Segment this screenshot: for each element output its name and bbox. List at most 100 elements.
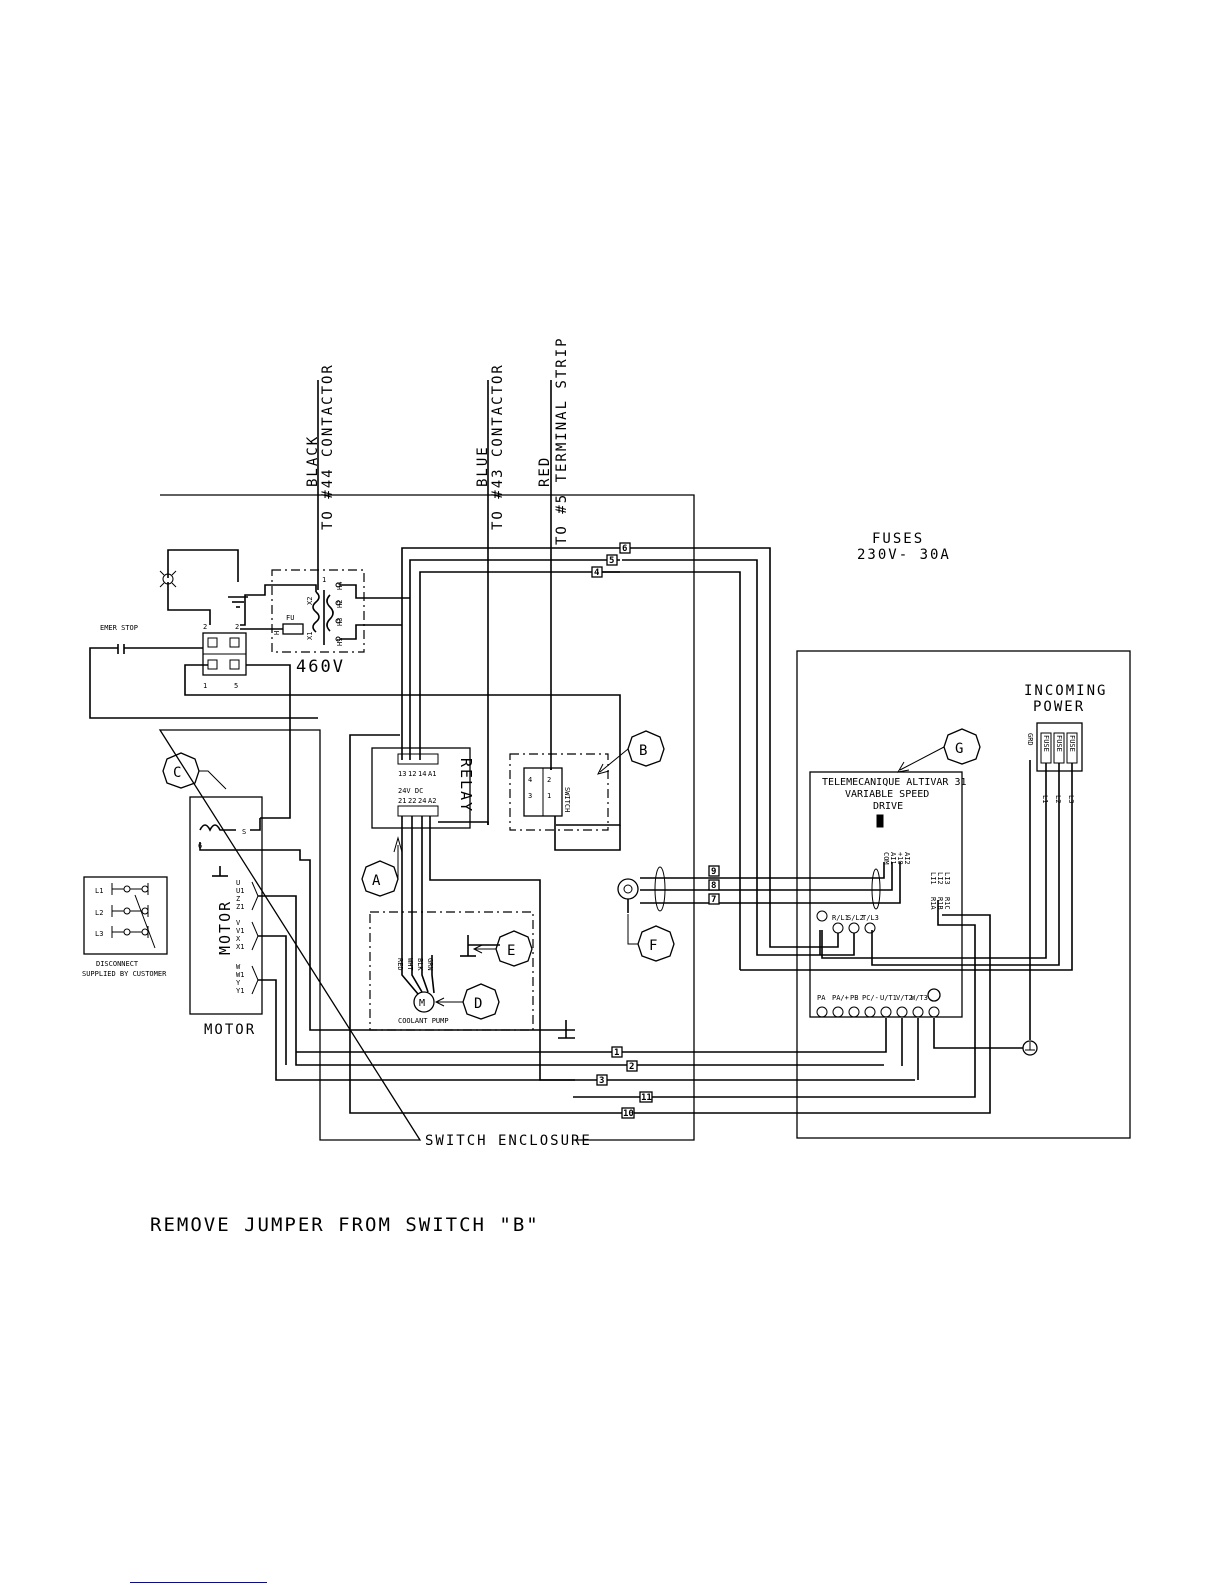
wire-tag-2: 2 bbox=[629, 1062, 634, 1072]
drive-logic-com: COM bbox=[882, 852, 890, 865]
relay-row1-b: 12 bbox=[408, 770, 416, 778]
wire-tag-3: 3 bbox=[599, 1076, 604, 1086]
incoming-line1: INCOMING bbox=[1024, 683, 1107, 699]
footer-link-underline[interactable] bbox=[130, 1582, 267, 1583]
emer-stop-label: EMER STOP bbox=[100, 624, 138, 632]
callout-c: C bbox=[162, 752, 227, 790]
drive-logic-ai1: AI1 bbox=[889, 852, 897, 865]
motor-label: MOTOR bbox=[216, 900, 234, 955]
fuse-1-label: FUSE bbox=[1042, 735, 1050, 752]
coolant-pump: COOLANT PUMP M RED WHT BLK GRN bbox=[369, 911, 575, 1039]
pump-motor-symbol bbox=[413, 991, 435, 1013]
wire-tag-9: 9 bbox=[711, 867, 716, 877]
wire-tag-6: 6 bbox=[622, 544, 627, 554]
callout-g: G bbox=[897, 728, 981, 773]
switch-term-4: 4 bbox=[528, 776, 532, 784]
disconnect: L1 L2 L3 DISCONNECT SUPPLIED BY CUSTOMER bbox=[82, 876, 168, 978]
svg-text:C: C bbox=[173, 765, 183, 781]
wire-tag-5: 5 bbox=[609, 556, 614, 566]
incoming-l3: L3 bbox=[1067, 795, 1075, 803]
relay-row1-d: A1 bbox=[428, 770, 436, 778]
incoming-grd: GRD bbox=[1026, 733, 1034, 746]
disconnect-l1: L1 bbox=[95, 887, 103, 895]
wire-black-label: BLACK bbox=[305, 435, 321, 487]
transformer-x2: X2 bbox=[306, 597, 314, 605]
callouts: A B C D E F G bbox=[162, 728, 981, 1020]
relay: RELAY 24V DC 13 12 14 A1 21 22 24 A2 bbox=[371, 547, 620, 1081]
pump-wire-grn: GRN bbox=[426, 958, 434, 971]
transformer-voltage: 460V bbox=[296, 657, 345, 677]
wire-blue-label: BLUE bbox=[475, 445, 491, 487]
emer-stop: 2 2 1 5 EMER STOP bbox=[89, 623, 621, 826]
drive-li3: LI3 bbox=[943, 872, 951, 885]
drive-r1b: R1B bbox=[936, 897, 944, 910]
disconnect-l2: L2 bbox=[95, 909, 103, 917]
disconnect-l3: L3 bbox=[95, 930, 103, 938]
drive-pb: PB bbox=[850, 994, 858, 1002]
relay-row2-c: 24 bbox=[418, 797, 426, 805]
drive-wt3: W/T3 bbox=[911, 994, 928, 1002]
motor: MOTOR MOTOR S 6 U U1 Z Z1 V V1 X X1 W W1… bbox=[189, 796, 915, 1081]
wire-to43-label: TO #43 CONTACTOR bbox=[490, 363, 506, 530]
transformer-h-side: H bbox=[273, 631, 281, 635]
relay-coil: 24V DC bbox=[398, 787, 423, 795]
motor-w1: W1 bbox=[236, 971, 244, 979]
drive-tl3: T/L3 bbox=[862, 914, 879, 922]
wire-tag-4: 4 bbox=[594, 568, 600, 578]
switch-term-3: 3 bbox=[528, 792, 532, 800]
svg-text:E: E bbox=[507, 943, 517, 959]
disconnect-line1: DISCONNECT bbox=[96, 960, 139, 968]
drive-rl1: R/L1 bbox=[832, 914, 849, 922]
relay-row1-c: 14 bbox=[418, 770, 426, 778]
wire-to44-label: TO #44 CONTACTOR bbox=[320, 363, 336, 530]
switch-enclosure: SWITCH ENCLOSURE bbox=[158, 494, 695, 1149]
motor-x1: X1 bbox=[236, 943, 244, 951]
drive-logic-ai2: AI2 bbox=[903, 852, 911, 865]
motor-v: V bbox=[236, 919, 241, 927]
fuse-3-label: FUSE bbox=[1068, 735, 1076, 752]
drive-r1a: R1A bbox=[929, 897, 937, 910]
pump-wire-red: RED bbox=[396, 958, 404, 971]
motor-x: X bbox=[236, 935, 241, 943]
pump-label: COOLANT PUMP bbox=[398, 1017, 449, 1025]
incoming-l2: L2 bbox=[1054, 795, 1062, 803]
motor-z: Z bbox=[236, 895, 240, 903]
drive-li2: LI2 bbox=[936, 872, 944, 885]
callout-e: E bbox=[472, 930, 533, 967]
wire-tag-7: 7 bbox=[711, 895, 716, 905]
motor-z1: Z1 bbox=[236, 903, 244, 911]
drive-sl2: S/L2 bbox=[847, 914, 864, 922]
note-remove-jumper: REMOVE JUMPER FROM SWITCH "B" bbox=[150, 1214, 540, 1236]
control-transformer: 460V X2 X1 H4 H2 H3 H1 1 FU H bbox=[240, 569, 410, 677]
switch-term-1: 1 bbox=[547, 792, 551, 800]
relay-label: RELAY bbox=[457, 758, 475, 813]
svg-text:F: F bbox=[649, 938, 659, 954]
drive-line3: DRIVE bbox=[873, 801, 903, 812]
variable-speed-drive: TELEMECANIQUE ALTIVAR 31 VARIABLE SPEED … bbox=[296, 734, 1023, 1114]
wire-tag-1: 1 bbox=[614, 1048, 619, 1058]
svg-text:G: G bbox=[955, 741, 965, 757]
callout-f: F bbox=[627, 914, 675, 962]
drive-line1: TELEMECANIQUE ALTIVAR 31 bbox=[822, 777, 967, 788]
wire-number-tags: 6 5 4 9 8 7 1 2 3 11 10 bbox=[591, 542, 720, 1119]
fuses-rating: 230V- 30A bbox=[857, 547, 951, 563]
drive-logic-10: +10 bbox=[896, 852, 904, 865]
motor-y1: Y1 bbox=[236, 987, 244, 995]
relay-row2-a: 21 bbox=[398, 797, 406, 805]
motor-y: Y bbox=[236, 979, 241, 987]
incoming-l1: L1 bbox=[1041, 795, 1049, 803]
emer-term-1: 1 bbox=[203, 682, 207, 690]
wire-tag-11: 11 bbox=[641, 1093, 652, 1103]
relay-row2-b: 22 bbox=[408, 797, 416, 805]
drive-r1c: R1C bbox=[943, 897, 951, 910]
line-feed-wires bbox=[602, 547, 855, 970]
incoming-line2: POWER bbox=[1033, 699, 1085, 715]
motor-u1: U1 bbox=[236, 887, 244, 895]
top-wire-runs: BLACK TO #44 CONTACTOR BLUE TO #43 CONTA… bbox=[305, 336, 570, 825]
wire-red-label: RED bbox=[537, 456, 553, 487]
transformer-tap: 1 bbox=[322, 576, 326, 584]
drive-pc: PC/- bbox=[862, 994, 879, 1002]
relay-row1-a: 13 bbox=[398, 770, 406, 778]
pump-wire-wht: WHT bbox=[406, 958, 414, 971]
